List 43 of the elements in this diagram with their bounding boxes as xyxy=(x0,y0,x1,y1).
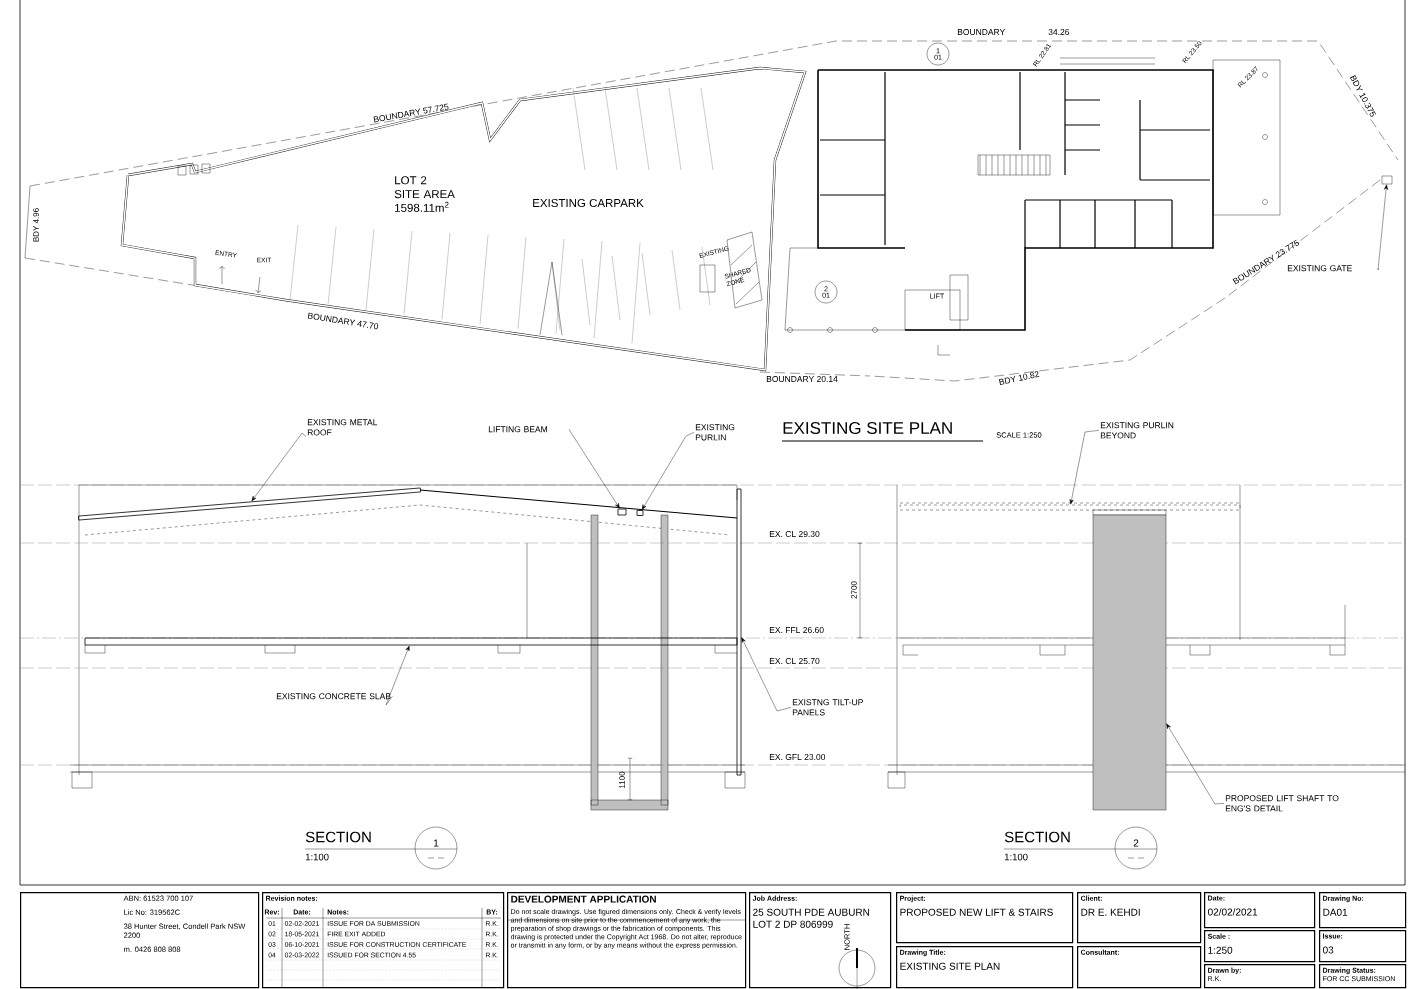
leader-line xyxy=(1166,723,1225,805)
lift-shaft xyxy=(1092,514,1167,811)
boundary-label: BDY 4.96 xyxy=(33,208,39,242)
callout-text: EXISTING CONCRETE SLAB xyxy=(276,693,391,700)
scale-label: 1:100 xyxy=(305,853,329,861)
section-title: SECTION xyxy=(1004,831,1070,843)
callout-text: EXISTNG TILT-UP PANELS xyxy=(792,699,863,716)
callout-text: EXISTING PURLIN xyxy=(695,424,735,441)
leader-line xyxy=(251,432,307,502)
dimension-label: 34.26 xyxy=(1048,29,1070,35)
leader-line xyxy=(641,432,695,510)
gate xyxy=(1381,175,1393,185)
wall-panel xyxy=(736,488,742,776)
purlin xyxy=(636,510,644,516)
purlin xyxy=(899,504,1241,511)
boundary-label: BDY 10.82 xyxy=(998,371,1040,385)
floor-slab xyxy=(84,637,738,646)
leader-line xyxy=(385,645,410,706)
callout-text: EXISTING PURLIN BEYOND xyxy=(1100,422,1174,439)
level-label: EX. CL 29.30 xyxy=(769,531,820,537)
boundary-label: BOUNDARY 47.70 xyxy=(307,312,379,330)
dimension-label: 1100 xyxy=(619,771,625,788)
scale-label: 1:100 xyxy=(1004,853,1028,861)
leader-line xyxy=(1069,430,1100,505)
callout-text: EXISTING METAL ROOF xyxy=(307,419,378,436)
leader-line xyxy=(741,637,792,712)
area-label: EXISTING CARPARK xyxy=(533,198,644,208)
level-label: EX. FFL 26.60 xyxy=(769,627,824,633)
leader-line xyxy=(1377,184,1389,271)
callout-text: LIFTING BEAM xyxy=(488,426,547,433)
boundary-label: BOUNDARY 20.14 xyxy=(766,376,838,382)
site-area-label: LOT 2 SITE AREA 1598.11m$^{2}$ xyxy=(394,176,455,212)
dimension-label: 2700 xyxy=(851,581,857,599)
section-title: SECTION xyxy=(305,831,371,843)
beam xyxy=(617,508,627,516)
level-label: EX. CL 25.70 xyxy=(769,658,820,664)
callout-text: EXISTING GATE xyxy=(1287,265,1352,272)
drawing-title: EXISTING SITE PLAN xyxy=(783,422,952,435)
level-label: EX. GFL 23.00 xyxy=(769,754,826,760)
boundary-label: BOUNDARY xyxy=(957,29,1006,35)
roof-sheet xyxy=(78,487,421,521)
callout-text: PROPOSED LIFT SHAFT TO ENG'S DETAIL xyxy=(1225,795,1339,812)
leader-line xyxy=(569,429,620,509)
